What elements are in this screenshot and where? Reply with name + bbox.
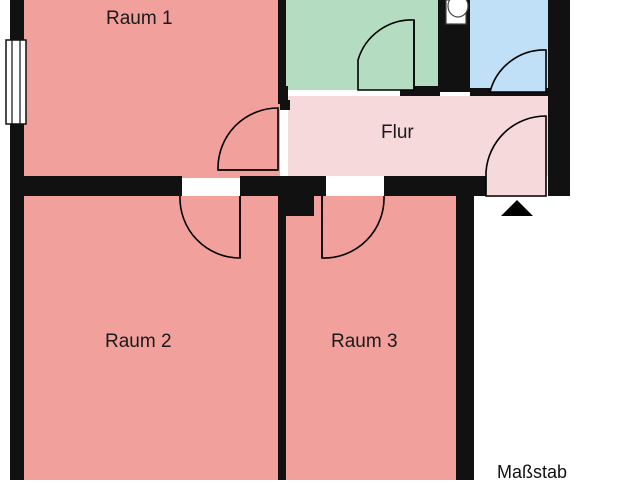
wall-flur-south-right [384,176,488,196]
toilet-icon [445,0,469,25]
room-raum3-fill [284,196,456,480]
door-raum1 [217,107,279,171]
wall-flur-west-stub [280,100,290,110]
door-raum2 [179,195,241,259]
door-entrance [485,115,547,197]
wall-raum3-east [456,196,474,480]
wall-east-upper [548,0,570,196]
room-label-raum2: Raum 2 [105,331,172,352]
room-label-raum3: Raum 3 [331,331,398,352]
door-raum3 [321,195,385,259]
wall-raum1-south-mid [240,176,280,196]
room-label-flur: Flur [381,122,414,143]
door-kueche [357,19,415,91]
entrance-arrow-icon [501,200,533,216]
wall-raum2-raum3 [278,196,286,480]
wall-kueche-south [400,86,440,96]
wall-kueche-south-left [282,86,288,100]
door-bad [488,49,547,93]
wall-raum1-south-left [24,176,182,196]
wall-raum1-kueche [278,0,286,104]
room-label-raum1: Raum 1 [106,8,173,29]
scale-label: Maßstab [497,462,568,482]
window-west [5,39,27,125]
